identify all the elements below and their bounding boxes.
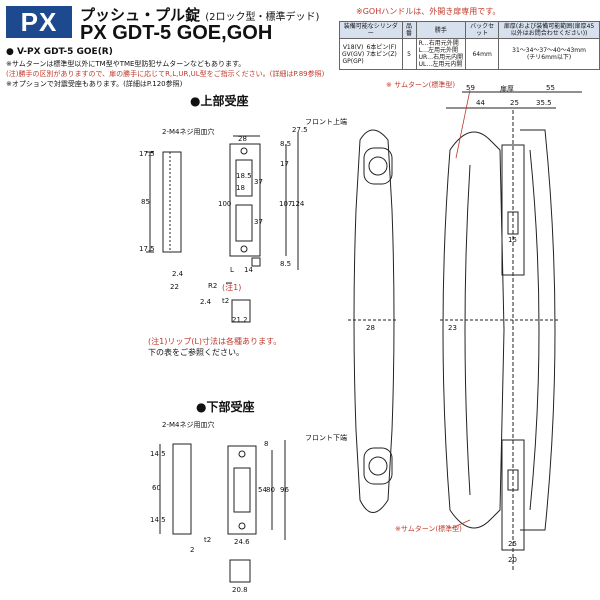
lower-screw-label: 2-M4ネジ用皿穴 (162, 421, 215, 429)
lower-strike-title: ●下部受座 (196, 400, 255, 414)
handle-grip (520, 129, 556, 531)
upper-strike-plate (229, 143, 261, 257)
dim-handle-355: 35.5 (536, 99, 552, 107)
dim-upper-plate-100: 100 (218, 200, 232, 208)
notes-list: ※サムターンは標準型以外にTM型やTME型防犯サムターンなどもあります。 (注)… (6, 59, 324, 89)
dim-upper-plate-14: 14 (244, 266, 253, 274)
product-title: プッシュ・プル錠 (2ロック型・標準デッド) (80, 4, 319, 25)
dim-handle-plate-15: 15 (508, 236, 517, 244)
dim-handle-plate-25: 25 (508, 540, 517, 548)
note-thumbturn: ※サムターンは標準型以外にTM型やTME型防犯サムターンなどもあります。 (6, 60, 246, 68)
dim-lower-right-8: 8 (264, 440, 269, 448)
spec-cell-thickness: 31〜34〜37〜40〜43mm (チリ6mm以下) (498, 38, 600, 70)
front-upper-label: フロント上端 (305, 118, 347, 126)
dim-upper-left-4: 2.4 (172, 270, 184, 278)
upper-screw-label: 2-M4ネジ用皿穴 (162, 128, 215, 136)
handle-front-outer (442, 131, 505, 529)
dim-lower-left-3: 14.5 (150, 516, 166, 524)
spec-header-backset: バックセット (465, 21, 500, 39)
lower-strike-plate (227, 445, 257, 535)
dim-handle-plate-20: 20 (508, 556, 517, 564)
thumbturn-label-bottom: ※サムターン(標準型) (395, 525, 462, 533)
note1-block: (注1)リップ(L)寸法は各種あります。 下の表をご参照ください。 (148, 336, 281, 358)
dim-lower-extra-246: 24.6 (234, 538, 250, 546)
spec-hand: R…右用元外開 L…左用元外開 UR…右用元内開 UL…左用元内開 (415, 38, 467, 70)
dim-upper-plate-18: 18 (236, 184, 245, 192)
spec-code: 5 (401, 38, 417, 70)
dim-lower-left-1: 14.5 (150, 450, 166, 458)
dim-upper-r2: R2 (208, 282, 218, 290)
dim-upper-right-4: 107 (279, 200, 293, 208)
dim-upper-extra-2: 21.2 (232, 316, 248, 324)
upper-strike-title: ●上部受座 (190, 94, 249, 108)
model-number: PX GDT-5 GOE,GOH (80, 22, 273, 44)
goh-note: ※GOHハンドルは、外開き扉専用です。 (356, 7, 501, 16)
dim-handle-44: 44 (476, 99, 485, 107)
dim-upper-plate-L: L (230, 266, 234, 274)
lower-strike-side (172, 443, 192, 535)
dim-upper-plate-28: 28 (238, 135, 247, 143)
dim-lower-left-2: 60 (152, 484, 161, 492)
dim-upper-left-1: 17.5 (139, 150, 155, 158)
note-hand: (注)勝手の区別がありますので、扉の勝手に応じてR,L,UR,UL型をご指示くだ… (6, 70, 325, 78)
dim-lower-plate-54: 54 (258, 486, 267, 494)
dim-upper-right-2: 27.5 (292, 126, 308, 134)
dim-upper-note-ref: (注1) (222, 283, 242, 292)
thumbturn-label-top: ※ サムターン(標準型) (386, 81, 456, 89)
dim-upper-right-1: 8.5 (280, 140, 292, 148)
dim-upper-left-3: 17.5 (139, 245, 155, 253)
dim-handle-25: 25 (510, 99, 519, 107)
dim-handle-side-23: 23 (448, 324, 457, 332)
note1-line1: (注1)リップ(L)寸法は各種あります。 (148, 337, 282, 346)
front-lower-label: フロント下端 (305, 434, 347, 442)
spec-cell-cylinder: V18(V) GV(GV) GP(GP) 6本ピン(F) 7本ピン(Z) (339, 38, 403, 70)
variant-subtitle: ● V-PX GDT-5 GOE(R) (6, 47, 113, 57)
dim-upper-plate-37a: 37 (254, 178, 263, 186)
dim-upper-t2: t2 (222, 297, 230, 305)
dim-upper-right-3: 17 (280, 160, 289, 168)
dim-lower-plate-96: 96 (280, 486, 289, 494)
spec-thickness: 31〜34〜37〜40〜43mm (512, 47, 586, 54)
spec-cylinder: V18(V) GV(GV) GP(GP) (342, 43, 365, 65)
product-title-sub: (2ロック型・標準デッド) (205, 12, 320, 23)
series-badge: PX (6, 6, 72, 38)
spec-table: 装備可能なシリンダー 品番 勝手 バックセット 扉厚(および装備可能範囲(扉厚4… (339, 21, 600, 70)
dim-upper-left-2: 85 (141, 198, 150, 206)
dim-upper-plate-37b: 37 (254, 218, 263, 226)
upper-strike-side (162, 151, 182, 253)
dim-lower-extra-2: 2 (190, 546, 195, 554)
spec-header-code: 品番 (401, 21, 417, 39)
dim-upper-right-6: 8.5 (280, 260, 292, 268)
dim-lower-t2: t2 (204, 536, 212, 544)
dim-lower-extra-208: 20.8 (232, 586, 248, 594)
product-title-text: プッシュ・プル錠 (80, 6, 201, 24)
spec-thickness-note: (チリ6mm以下) (526, 54, 572, 61)
spec-backset: 64mm (465, 38, 500, 70)
handle-side-view (353, 129, 395, 513)
note1-line2: 下の表をご参照ください。 (148, 348, 244, 357)
dim-upper-extra-1: 2.4 (200, 298, 212, 306)
dim-handle-door-thickness: 扉厚 (500, 85, 514, 93)
dim-handle-59: 59 (466, 84, 475, 92)
dim-lower-plate-80: 80 (266, 486, 275, 494)
note-option: ※オプションで対震受座もあります。(詳細はP.120参照) (6, 80, 183, 88)
dim-upper-right-5: 124 (291, 200, 305, 208)
dim-handle-55: 55 (546, 84, 555, 92)
dim-upper-plate-185: 18.5 (236, 172, 252, 180)
dim-upper-left-5: 22 (170, 283, 179, 291)
dim-handle-side-28: 28 (366, 324, 375, 332)
spec-pin: 6本ピン(F) 7本ピン(Z) (366, 43, 397, 58)
